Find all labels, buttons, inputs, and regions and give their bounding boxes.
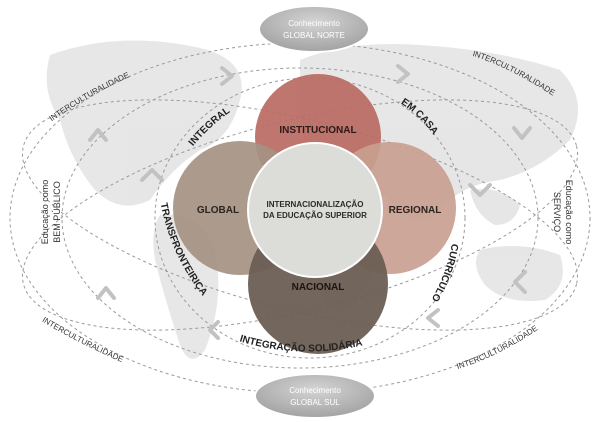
chevron-left-icon (426, 308, 440, 328)
node-top-line1: Conhecimento (288, 19, 340, 28)
node-global-sul: Conhecimento GLOBAL SUL (254, 373, 376, 419)
chevron-up-icon (96, 286, 116, 300)
node-global-norte: Conhecimento GLOBAL NORTE (258, 5, 370, 53)
label-center-line1: INTERNACIONALIZAÇÃO (267, 200, 364, 209)
label-servico: SERVIÇO (552, 192, 562, 232)
center-circle (247, 142, 383, 278)
label-bem-publico: BEM PÚBLICO (52, 181, 62, 243)
chevron-right-icon (396, 64, 410, 84)
chevron-up-icon (140, 168, 164, 182)
label-institucional: INSTITUCIONAL (279, 125, 356, 136)
label-nacional: NACIONAL (292, 282, 345, 293)
label-global: GLOBAL (197, 205, 239, 216)
middle-orbit-ellipse (61, 67, 539, 369)
tilted-orbit-b (22, 99, 578, 331)
chevron-down-icon (468, 183, 492, 197)
label-educacao-como-right: Educação como (564, 180, 574, 245)
label-educacao-como-left: Educação como (40, 180, 50, 245)
label-interculturalidade-br: INTERCULTURALIDADE (456, 324, 540, 371)
circle-labels: INSTITUCIONAL GLOBAL REGIONAL NACIONAL I… (197, 125, 442, 293)
node-bottom-line2: GLOBAL SUL (290, 398, 340, 407)
inner-orbit-ellipse (154, 77, 466, 359)
side-label-left: Educação como BEM PÚBLICO (40, 180, 62, 245)
tilted-orbit-a (22, 99, 578, 331)
chevron-right-icon (220, 66, 234, 86)
chevron-down-icon (512, 126, 532, 140)
label-interculturalidade-bl: INTERCULTURALIDADE (41, 315, 125, 364)
chevron-arrows (88, 64, 532, 340)
label-regional: REGIONAL (389, 205, 442, 216)
label-center-line2: DA EDUCAÇÃO SUPERIOR (263, 211, 367, 220)
chevron-left-icon (513, 270, 527, 294)
node-pill-bottom (254, 373, 376, 419)
node-top-line2: GLOBAL NORTE (283, 31, 345, 40)
chevron-up-icon (88, 128, 108, 142)
node-bottom-line1: Conhecimento (289, 386, 341, 395)
node-pill-top (258, 5, 370, 53)
chevron-left-icon (208, 320, 220, 340)
venn-circles (173, 74, 456, 354)
side-label-right: Educação como SERVIÇO (552, 180, 574, 245)
